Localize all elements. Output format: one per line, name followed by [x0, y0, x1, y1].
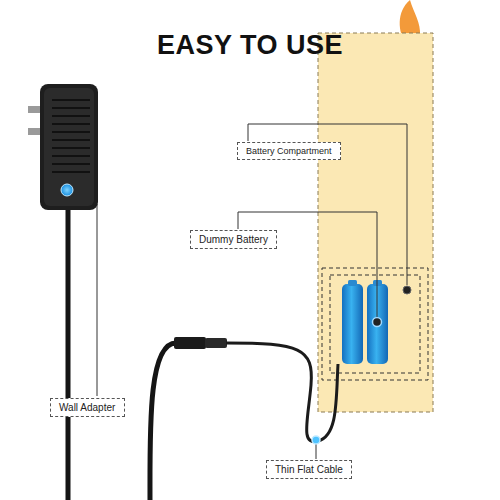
leader-lines: [97, 124, 407, 459]
candle-body: [318, 33, 433, 412]
callout-box: Battery Compartment: [237, 142, 341, 160]
compartment-outline: [322, 268, 428, 380]
page-title: EASY TO USE: [0, 30, 500, 61]
callout-box: Thin Flat Cable: [266, 460, 352, 479]
compartment-inner: [330, 275, 420, 373]
wall-adapter: [28, 84, 98, 210]
callout-label: Wall Adapter: [59, 402, 116, 413]
barrel-connector: [205, 338, 227, 348]
callout-label: Dummy Battery: [199, 234, 268, 245]
adapter-cable-loop: [150, 343, 176, 500]
callout-box: Dummy Battery: [190, 230, 277, 249]
cable-dot: [312, 436, 320, 444]
flat-cable: [226, 343, 338, 442]
adapter-cable: [66, 210, 71, 500]
callout-label: Battery Compartment: [246, 146, 332, 156]
callout-box: Wall Adapter: [50, 398, 125, 417]
battery-dot: [373, 318, 382, 327]
compartment-dot: [403, 286, 411, 294]
callout-label: Thin Flat Cable: [275, 464, 343, 475]
batteries: [342, 280, 388, 364]
barrel-connector: [174, 337, 206, 349]
